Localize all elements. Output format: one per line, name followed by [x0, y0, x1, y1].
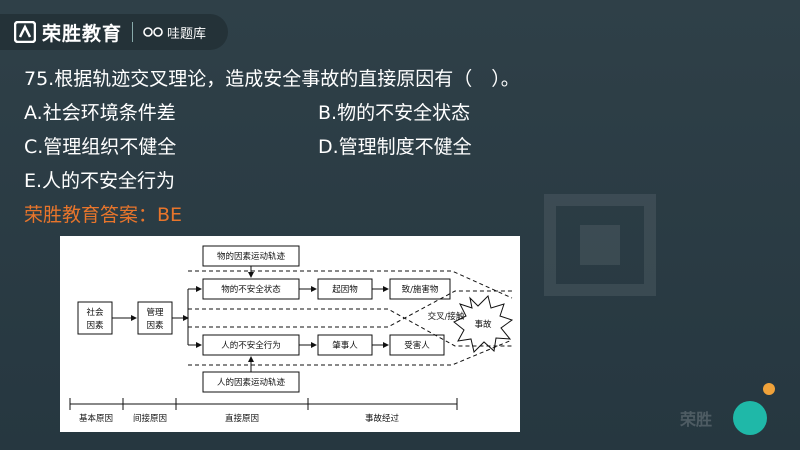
sub-brand: 哇题库 [143, 23, 206, 42]
management-factor-label-1: 管理 [146, 307, 164, 318]
social-factor-label-2: 因素 [86, 320, 104, 331]
option-d: D.管理制度不健全 [318, 136, 472, 158]
harmful-object-label: 致/施害物 [402, 284, 439, 295]
teal-circle-icon [733, 401, 767, 435]
human-trajectory-label: 人的因素运动轨迹 [217, 377, 286, 388]
question-stem: 75.根据轨迹交叉理论，造成安全事故的直接原因有（ ）。 [24, 68, 520, 90]
trajectory-diagram: 社会 因素 管理 因素 物的因素运动轨迹 物的不安全状态 起因物 致/施害物 交… [60, 236, 520, 432]
thing-trajectory-upper [188, 270, 513, 299]
option-b: B.物的不安全状态 [318, 102, 471, 124]
perpetrator-label: 肇事人 [332, 340, 358, 351]
corner-watermark: 荣胜 [680, 410, 713, 429]
unsafe-state-label: 物的不安全状态 [221, 284, 281, 295]
answer-line: 荣胜教育答案：BE [24, 204, 183, 226]
cross-contact-label: 交叉/接触 [428, 311, 465, 322]
phase-basic-cause: 基本原因 [79, 413, 113, 424]
brand-logo-bar: 荣胜教育 哇题库 [0, 14, 229, 50]
logo-divider [132, 22, 134, 42]
victim-box [389, 334, 445, 356]
thing-trajectory-label: 物的因素运动轨迹 [217, 251, 286, 262]
option-c: C.管理组织不健全 [24, 136, 177, 158]
watermark-logo-icon [544, 194, 656, 296]
orange-dot-icon [763, 383, 775, 395]
phase-accident-process: 事故经过 [365, 413, 400, 424]
wa-mascot-icon [143, 27, 163, 37]
brand-name: 荣胜教育 [42, 22, 123, 45]
human-trajectory-upper [188, 290, 512, 328]
unsafe-act-label: 人的不安全行为 [221, 340, 281, 351]
management-factor-label-2: 因素 [146, 320, 164, 331]
thing-trajectory-lower [188, 308, 512, 347]
origin-object-label: 起因物 [332, 284, 358, 295]
phase-indirect-cause: 间接原因 [133, 413, 167, 424]
sub-brand-name: 哇题库 [167, 26, 207, 42]
human-trajectory-lower [188, 339, 513, 366]
social-factor-label-1: 社会 [86, 307, 104, 318]
harmful-object-box [389, 278, 451, 300]
diagram-canvas: 社会 因素 管理 因素 物的因素运动轨迹 物的不安全状态 起因物 致/施害物 交… [69, 245, 514, 424]
phase-direct-cause: 直接原因 [225, 413, 259, 424]
option-e: E.人的不安全行为 [24, 170, 176, 192]
option-a: A.社会环境条件差 [24, 102, 176, 124]
accident-burst [453, 295, 514, 353]
brand-mark-icon [14, 21, 36, 43]
victim-label: 受害人 [404, 340, 430, 351]
accident-label: 事故 [474, 319, 492, 330]
